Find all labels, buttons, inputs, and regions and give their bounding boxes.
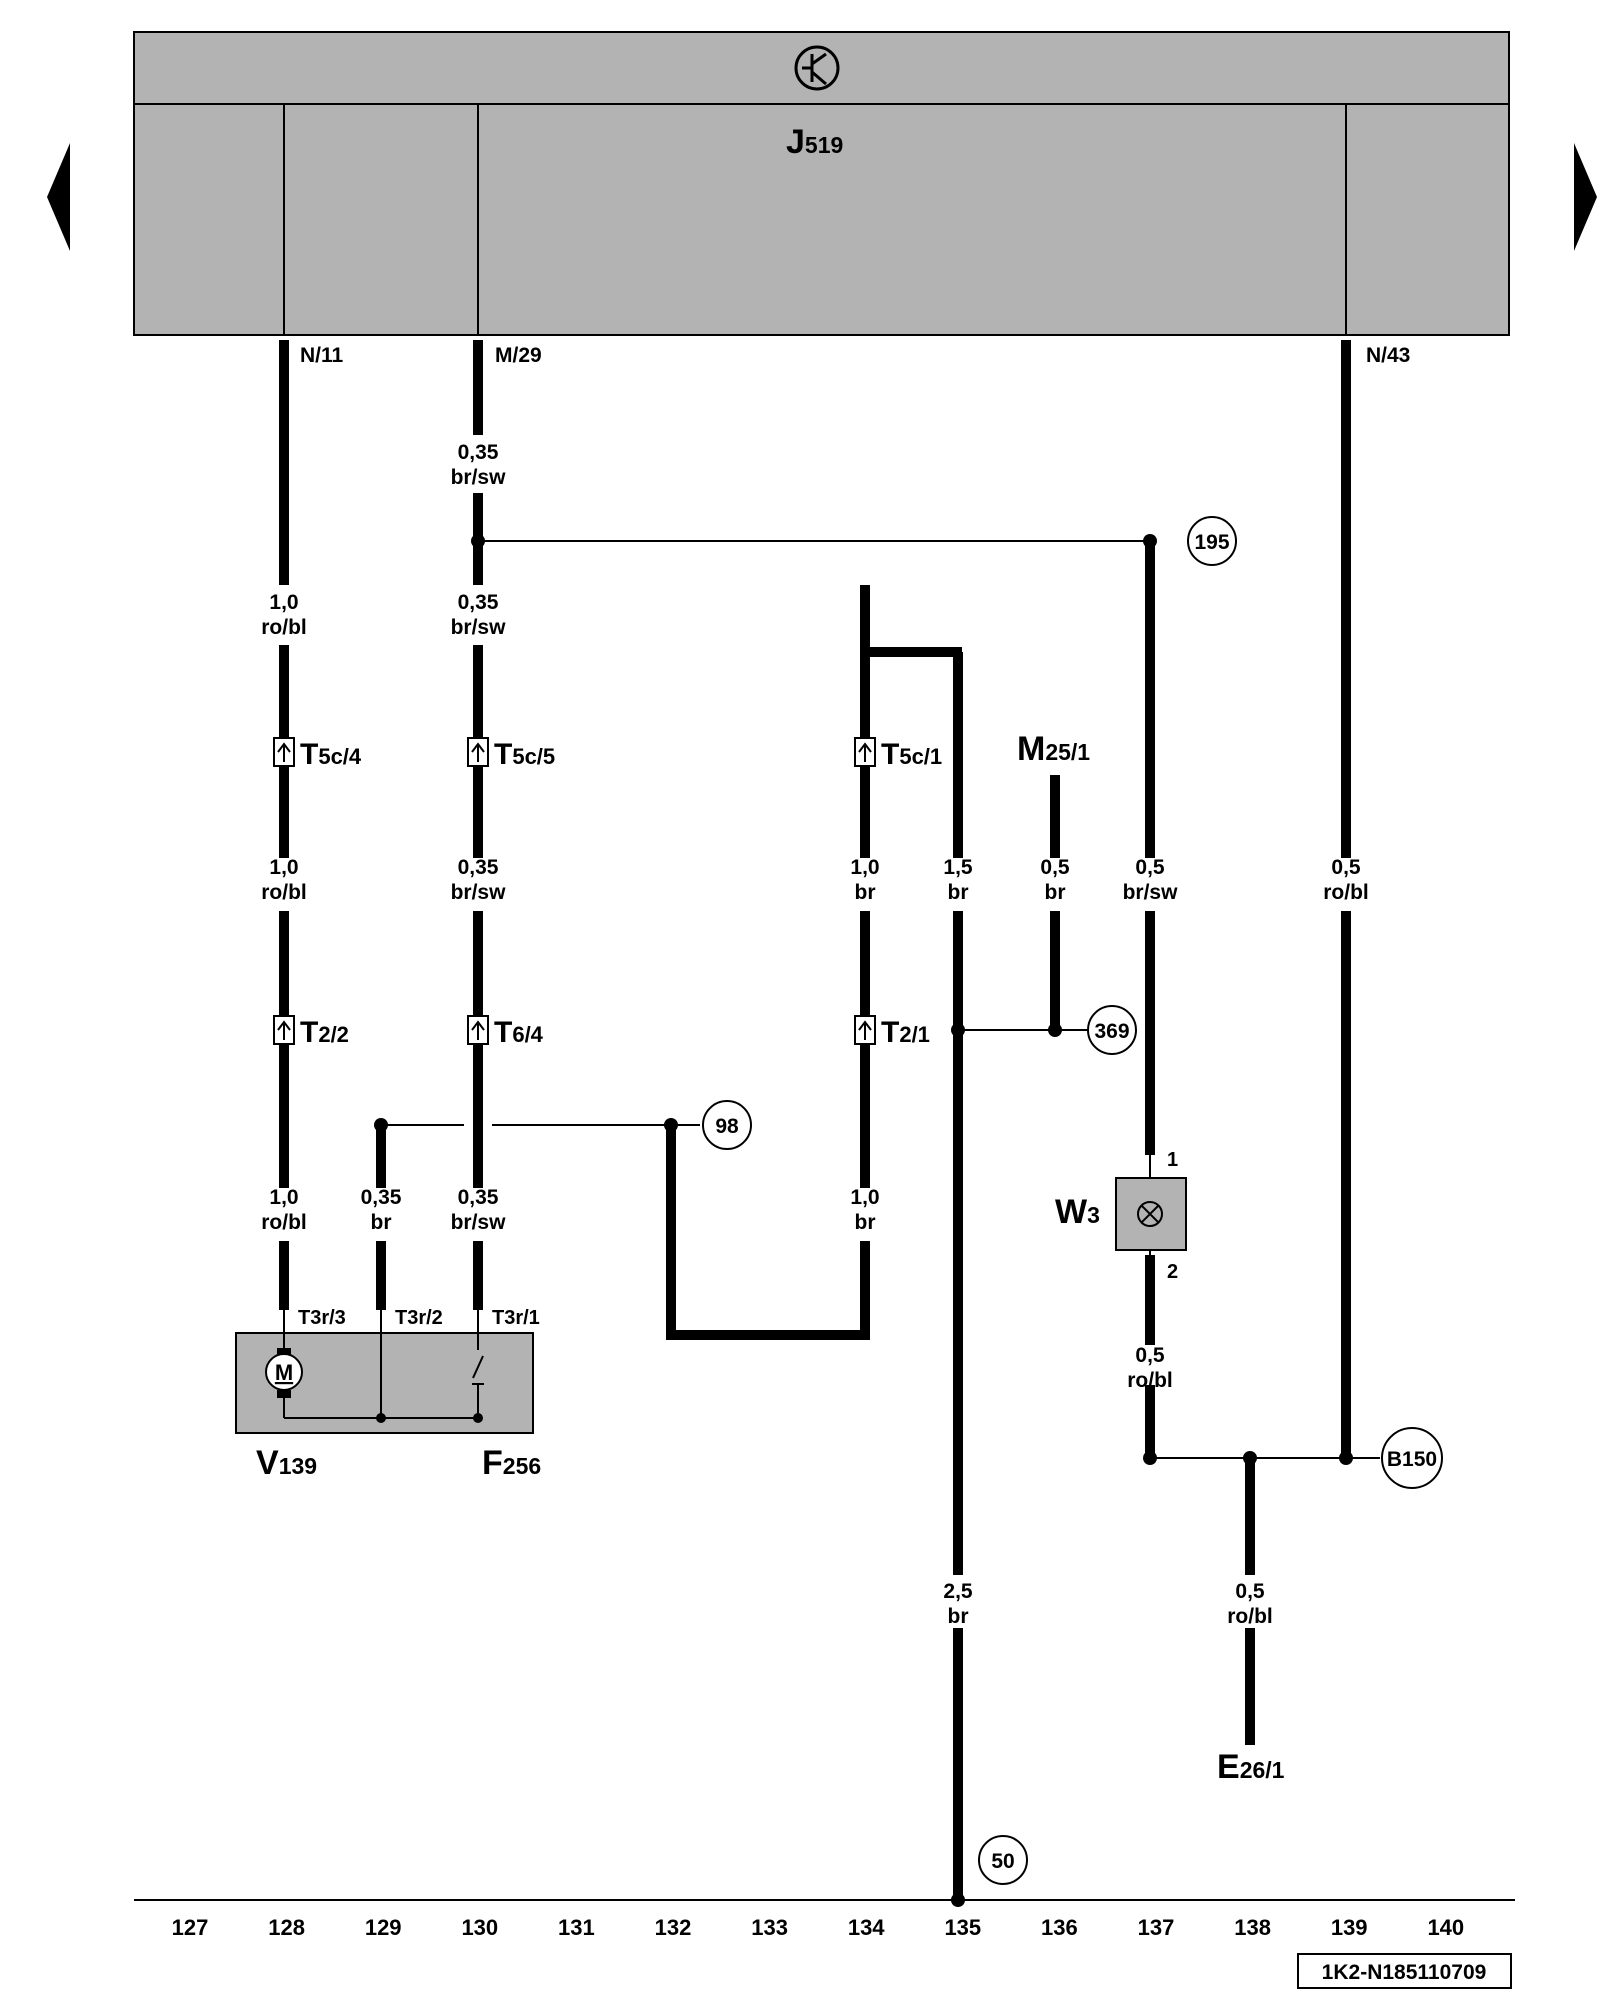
svg-text:98: 98 [715,1115,739,1138]
wire-label-size: 0,35 [361,1186,402,1209]
next-page-arrow-icon[interactable] [1574,143,1597,251]
wire-label-color: br [371,1211,392,1234]
wire-label-color: br [1045,881,1066,904]
wire-98-splice [381,585,963,1900]
wire-label-size: 0,5 [1135,1344,1165,1367]
ref-b150[interactable]: B150 [1381,1427,1443,1489]
column-numbers: 127 128 129 130 131 132 133 134 135 136 137 138 139 1… [172,1915,1465,1940]
wire-label-color: br/sw [451,616,507,639]
component-label-e26: E26/1 [1217,1748,1285,1786]
wire-label-size: 1,0 [269,856,298,879]
ref-369[interactable]: 369 [1087,1005,1137,1055]
wire-label-color: br/sw [451,881,507,904]
wire-label-color: br [855,1211,876,1234]
connector-symbols [273,737,876,1045]
lamp-w3 [1115,1155,1187,1272]
wire-label-color: br [855,881,876,904]
connector-label-t5c5: T5c/5 [494,738,555,771]
wire-label-size: 0,5 [1135,856,1165,879]
column-number: 139 [1331,1915,1368,1940]
motor-pin-label: T3r/2 [395,1307,443,1329]
connector-label-t64: T6/4 [494,1016,544,1049]
svg-text:195: 195 [1194,531,1229,554]
wire-label-size: 1,5 [943,856,973,879]
ref-98[interactable]: 98 [702,1100,752,1150]
lamp-pin-2: 2 [1167,1261,1178,1283]
prev-page-arrow-icon[interactable] [47,143,70,251]
wire-label-size: 1,0 [850,1186,879,1209]
wire-label-color: ro/bl [1323,881,1369,904]
control-module-j519 [133,31,1510,336]
wire-label-color: ro/bl [261,616,307,639]
wire-label-size: 0,35 [458,441,499,464]
column-number: 137 [1138,1915,1175,1940]
lamp-label-w3: W3 [1055,1193,1100,1231]
svg-text:50: 50 [991,1850,1014,1873]
pin-label-n11: N/11 [300,344,344,367]
wire-label-size: 0,5 [1235,1580,1265,1603]
wire-labels: 0,35 br/sw 1,0 ro/bl 0,35 br/sw 1,0 ro/b… [261,441,1369,1628]
wire-label-size: 0,35 [458,856,499,879]
ref-50[interactable]: 50 [978,1835,1028,1885]
wire-label-color: br [948,1605,969,1628]
column-number: 131 [558,1915,595,1940]
wire-label-size: 0,35 [458,591,499,614]
wire-label-color: ro/bl [261,881,307,904]
wire-label-size: 0,5 [1331,856,1361,879]
column-number: 140 [1427,1915,1464,1940]
wire-label-size: 1,0 [269,591,298,614]
wire-label-color: br [948,881,969,904]
column-number: 127 [172,1915,209,1940]
motor-icon: M [275,1360,293,1385]
lamp-pin-1: 1 [1167,1149,1178,1171]
wire-label-color: ro/bl [1227,1605,1273,1628]
connector-label-t21: T2/1 [881,1016,930,1049]
pin-label-m29: M/29 [495,344,542,367]
column-number: 135 [944,1915,981,1940]
component-label-f256: F256 [482,1444,541,1482]
connector-label-t5c1: T5c/1 [881,738,942,771]
ground-label-m25: M25/1 [1017,730,1090,768]
ref-195[interactable]: 195 [1187,516,1237,566]
wire-label-size: 1,0 [850,856,879,879]
wire-label-color: br/sw [1123,881,1179,904]
wire-label-color: br/sw [451,466,507,489]
column-number: 130 [461,1915,498,1940]
diagram-code-box [1297,1953,1512,1989]
wire-label-size: 1,0 [269,1186,298,1209]
pin-label-n43: N/43 [1366,344,1410,367]
wire-label-size: 0,35 [458,1186,499,1209]
svg-text:B150: B150 [1387,1448,1437,1471]
connector-label-t22: T2/2 [300,1016,349,1049]
module-label: J519 [786,123,843,161]
column-number: 132 [655,1915,692,1940]
component-label-v139: V139 [256,1444,317,1482]
wire-label-color: ro/bl [1127,1369,1173,1392]
splice-dots [374,534,1353,1907]
motor-pin-label: T3r/1 [492,1307,540,1329]
column-number: 138 [1234,1915,1271,1940]
motor-switch-box [235,1310,534,1434]
wire-label-color: br/sw [451,1211,507,1234]
connector-label-t5c4: T5c/4 [300,738,362,771]
column-number: 136 [1041,1915,1078,1940]
wire-label-size: 0,5 [1040,856,1070,879]
diagram-code: 1K2-N185110709 [1322,1961,1487,1984]
motor-pin-label: T3r/3 [298,1307,346,1329]
wire-label-color: ro/bl [261,1211,307,1234]
column-number: 129 [365,1915,402,1940]
wire-label-size: 2,5 [943,1580,973,1603]
svg-text:369: 369 [1094,1020,1129,1043]
transistor-icon [794,45,840,91]
column-number: 133 [751,1915,788,1940]
column-number: 128 [268,1915,305,1940]
column-number: 134 [848,1915,885,1940]
